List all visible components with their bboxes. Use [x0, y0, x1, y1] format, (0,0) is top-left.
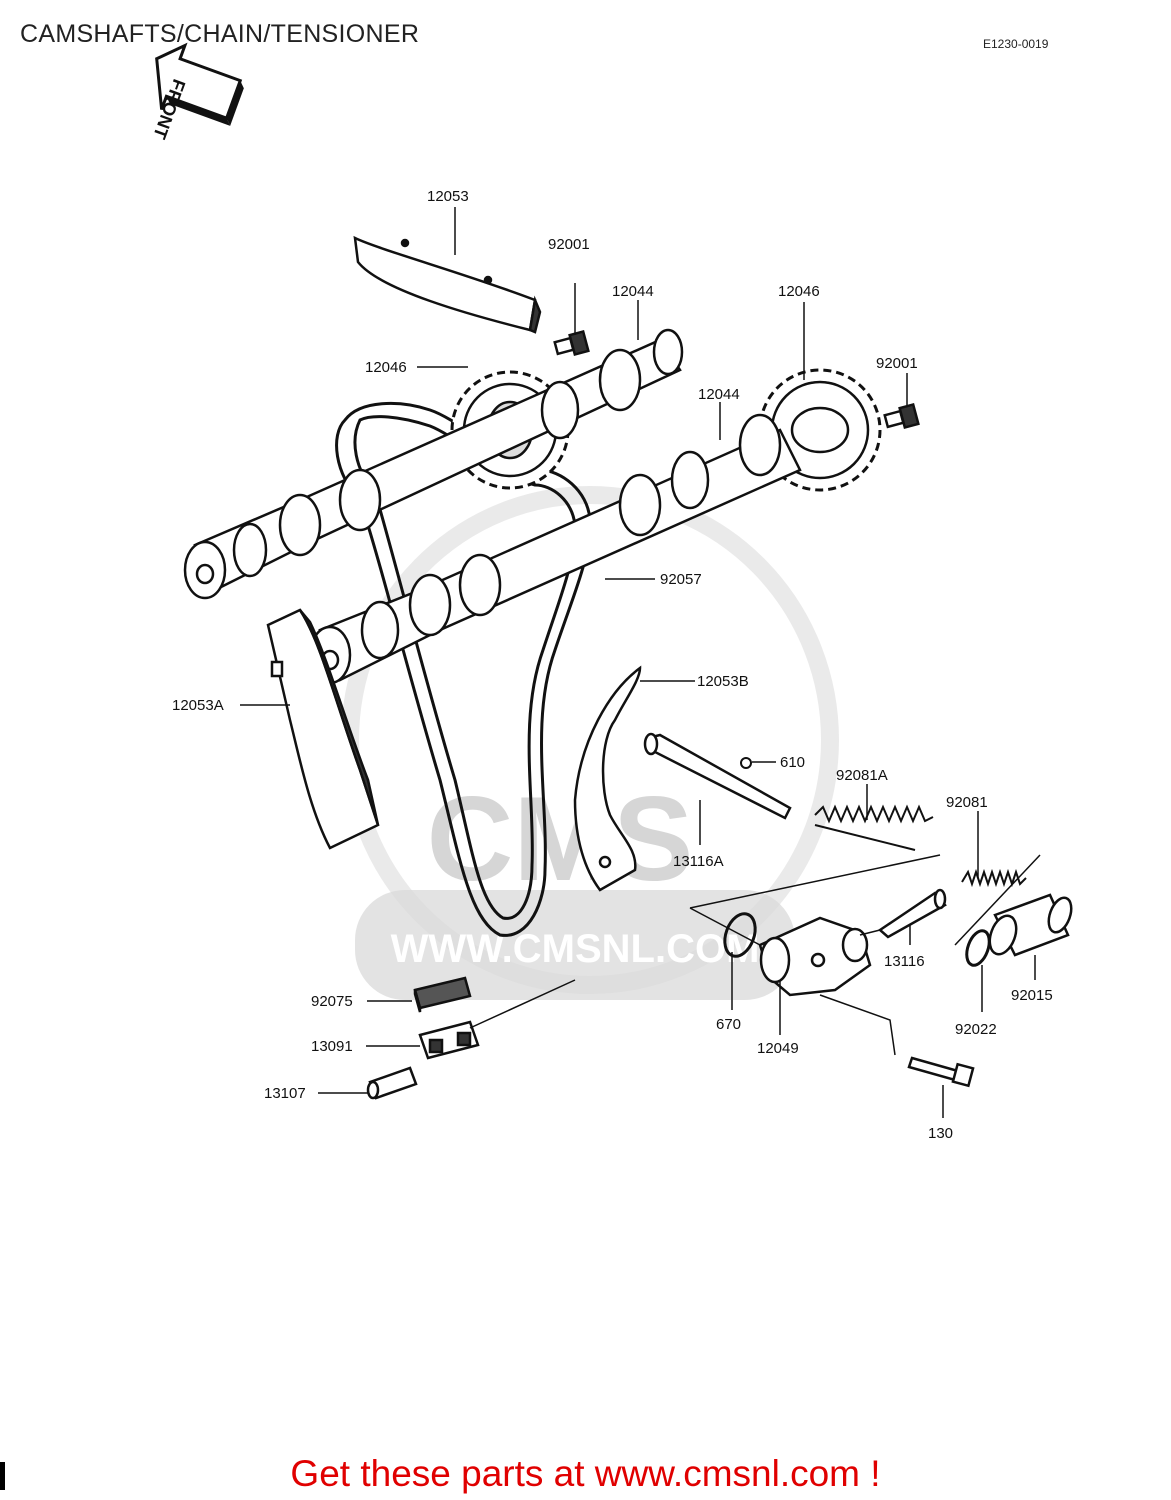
cap-92015: [988, 893, 1073, 957]
watermark-url-text: WWW.CMSNL.COM: [391, 927, 760, 971]
part-label-610: 610: [780, 754, 805, 771]
part-label-92015: 92015: [1011, 987, 1053, 1004]
holder-13091: [418, 1020, 480, 1060]
part-label-12044-a: 12044: [612, 283, 654, 300]
front-arrow-label: FRONT: [149, 76, 189, 141]
rubber-92075: [413, 976, 472, 1013]
part-labels: 12053 92001 12044 12046 12046 92001 1204…: [172, 188, 1053, 1142]
part-label-12046-a: 12046: [778, 283, 820, 300]
diagram-code: E1230-0019: [983, 37, 1049, 51]
part-label-12053A: 12053A: [172, 697, 224, 714]
part-label-12053: 12053: [427, 188, 469, 205]
part-label-12049: 12049: [757, 1040, 799, 1057]
assembly-lines: [469, 854, 1041, 1056]
pin-610: [740, 757, 752, 769]
camshaft-lower: [308, 413, 802, 685]
part-label-670: 670: [716, 1016, 741, 1033]
watermark-logo-text: CMS: [427, 772, 694, 906]
chain-guide-12053A: [266, 608, 380, 850]
watermark: CMS WWW.CMSNL.COM: [341, 486, 839, 1000]
washer-92022: [965, 929, 991, 967]
spring-92081A: [814, 804, 934, 851]
part-label-130: 130: [928, 1125, 953, 1142]
tensioner-body-12049: [758, 916, 872, 997]
pin-13107: [366, 1066, 418, 1100]
leader-lines: [240, 207, 1036, 1118]
bolt-130: [907, 1056, 975, 1088]
chain-guide-12053B: [573, 665, 642, 892]
part-label-92001-b: 92001: [876, 355, 918, 372]
part-label-92075: 92075: [311, 993, 353, 1010]
spring-92081: [961, 868, 1027, 888]
page-title: CAMSHAFTS/CHAIN/TENSIONER: [20, 20, 420, 48]
bolt-92001-left: [553, 329, 590, 357]
pushrod-13116A: [643, 732, 792, 820]
part-label-12053B: 12053B: [697, 673, 749, 690]
part-label-13107: 13107: [264, 1085, 306, 1102]
part-label-12044-b: 12044: [698, 386, 740, 403]
part-label-92022: 92022: [955, 1021, 997, 1038]
part-label-92081A: 92081A: [836, 767, 888, 784]
front-arrow: FRONT: [149, 42, 244, 142]
plunger-13116: [877, 888, 947, 939]
bolt-92001-right: [883, 402, 920, 430]
part-label-12046-b: 12046: [365, 359, 407, 376]
upper-chain-guide: [353, 235, 542, 334]
part-label-13091: 13091: [311, 1038, 353, 1055]
cta-link[interactable]: Get these parts at www.cmsnl.com !: [290, 1453, 881, 1494]
part-label-13116A: 13116A: [673, 853, 724, 870]
corner-mark: [0, 1462, 5, 1490]
part-label-92001-a: 92001: [548, 236, 590, 253]
part-label-13116: 13116: [884, 953, 925, 970]
part-label-92081: 92081: [946, 794, 988, 811]
camshaft-upper: [183, 328, 684, 600]
part-label-92057: 92057: [660, 571, 702, 588]
